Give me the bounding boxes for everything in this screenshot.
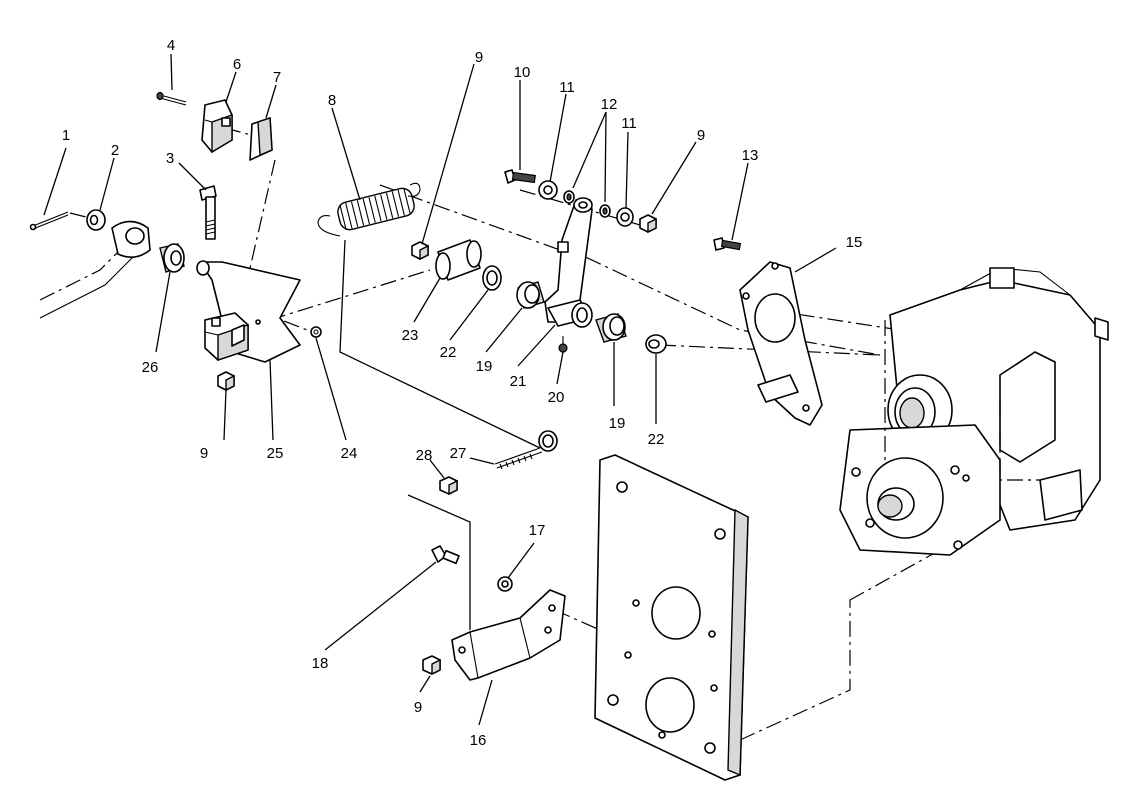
callout-11-right: 11 <box>621 115 637 132</box>
callout-28: 28 <box>416 447 433 464</box>
callout-2: 2 <box>111 142 119 159</box>
lock-washer-17 <box>497 576 513 592</box>
leader-lines <box>43 53 837 726</box>
pump-mount-plate-15 <box>739 261 823 426</box>
washer-11-left <box>538 180 558 200</box>
callout-19-left: 19 <box>476 358 493 375</box>
bolt-3 <box>199 185 217 240</box>
callout-21: 21 <box>510 373 527 390</box>
bushing-19-right <box>595 313 627 343</box>
spring-rod-line <box>339 239 541 449</box>
callout-25: 25 <box>267 445 284 462</box>
spacer-23 <box>435 239 482 281</box>
extension-spring-8 <box>317 182 421 237</box>
callout-24: 24 <box>341 445 358 462</box>
callout-20: 20 <box>548 389 565 406</box>
grease-fitting-20 <box>558 336 568 353</box>
callout-3: 3 <box>166 150 174 167</box>
frame-pivot-bracket <box>111 220 151 258</box>
callout-1: 1 <box>62 127 70 144</box>
callout-13: 13 <box>742 147 759 164</box>
callout-22-center: 22 <box>440 344 457 361</box>
nut-28 <box>439 476 458 496</box>
mounting-plate <box>594 454 749 781</box>
bolt-13 <box>713 237 742 251</box>
callout-labels: 1 2 3 4 6 7 8 9 10 11 12 11 9 13 15 26 9… <box>62 37 863 749</box>
callout-7: 7 <box>273 69 281 86</box>
callout-23: 23 <box>402 327 419 344</box>
callout-9-top: 9 <box>475 49 483 66</box>
bolt-10 <box>504 169 536 184</box>
cotter-pin <box>29 211 69 231</box>
washer-2 <box>86 209 106 231</box>
nut-9-top-right <box>639 214 657 234</box>
frame-outline <box>39 244 136 319</box>
washer-12-right <box>599 204 611 218</box>
bolt-18 <box>431 545 460 565</box>
callout-9-right: 9 <box>697 127 705 144</box>
screw-4 <box>156 91 187 106</box>
nut-9-center <box>411 241 429 261</box>
washer-12-left <box>563 190 575 204</box>
clamp-plate-7 <box>249 117 273 161</box>
callout-11-left: 11 <box>559 79 575 96</box>
nut-9-bottom <box>422 655 441 676</box>
nut-9-left <box>217 371 235 392</box>
bracket-16 <box>407 494 566 681</box>
eye-bolt-27 <box>494 430 558 470</box>
nut-24 <box>310 326 322 338</box>
callout-27: 27 <box>450 445 467 462</box>
callout-9-bottom: 9 <box>414 699 422 716</box>
callout-26: 26 <box>142 359 159 376</box>
bellcrank-arm-21 <box>544 197 593 328</box>
callout-15: 15 <box>846 234 863 251</box>
callout-4: 4 <box>167 37 175 54</box>
callout-10: 10 <box>514 64 531 81</box>
bushing-26 <box>159 243 185 273</box>
callout-9-left: 9 <box>200 445 208 462</box>
clamp-block-lower <box>204 312 249 361</box>
callout-18: 18 <box>312 655 329 672</box>
washer-11-right <box>616 207 634 227</box>
callout-12: 12 <box>601 96 618 113</box>
callout-16: 16 <box>470 732 487 749</box>
lever-plate-25 <box>196 260 301 363</box>
callout-8: 8 <box>328 92 336 109</box>
callout-22-right: 22 <box>648 431 665 448</box>
bushing-19-left <box>516 281 545 309</box>
clamp-block-6 <box>201 99 233 154</box>
callout-6: 6 <box>233 56 241 73</box>
hydrostatic-pump <box>839 267 1109 556</box>
washer-22-right <box>645 334 667 354</box>
callout-19-right: 19 <box>609 415 626 432</box>
callout-17: 17 <box>529 522 546 539</box>
washer-22-center <box>482 265 502 291</box>
